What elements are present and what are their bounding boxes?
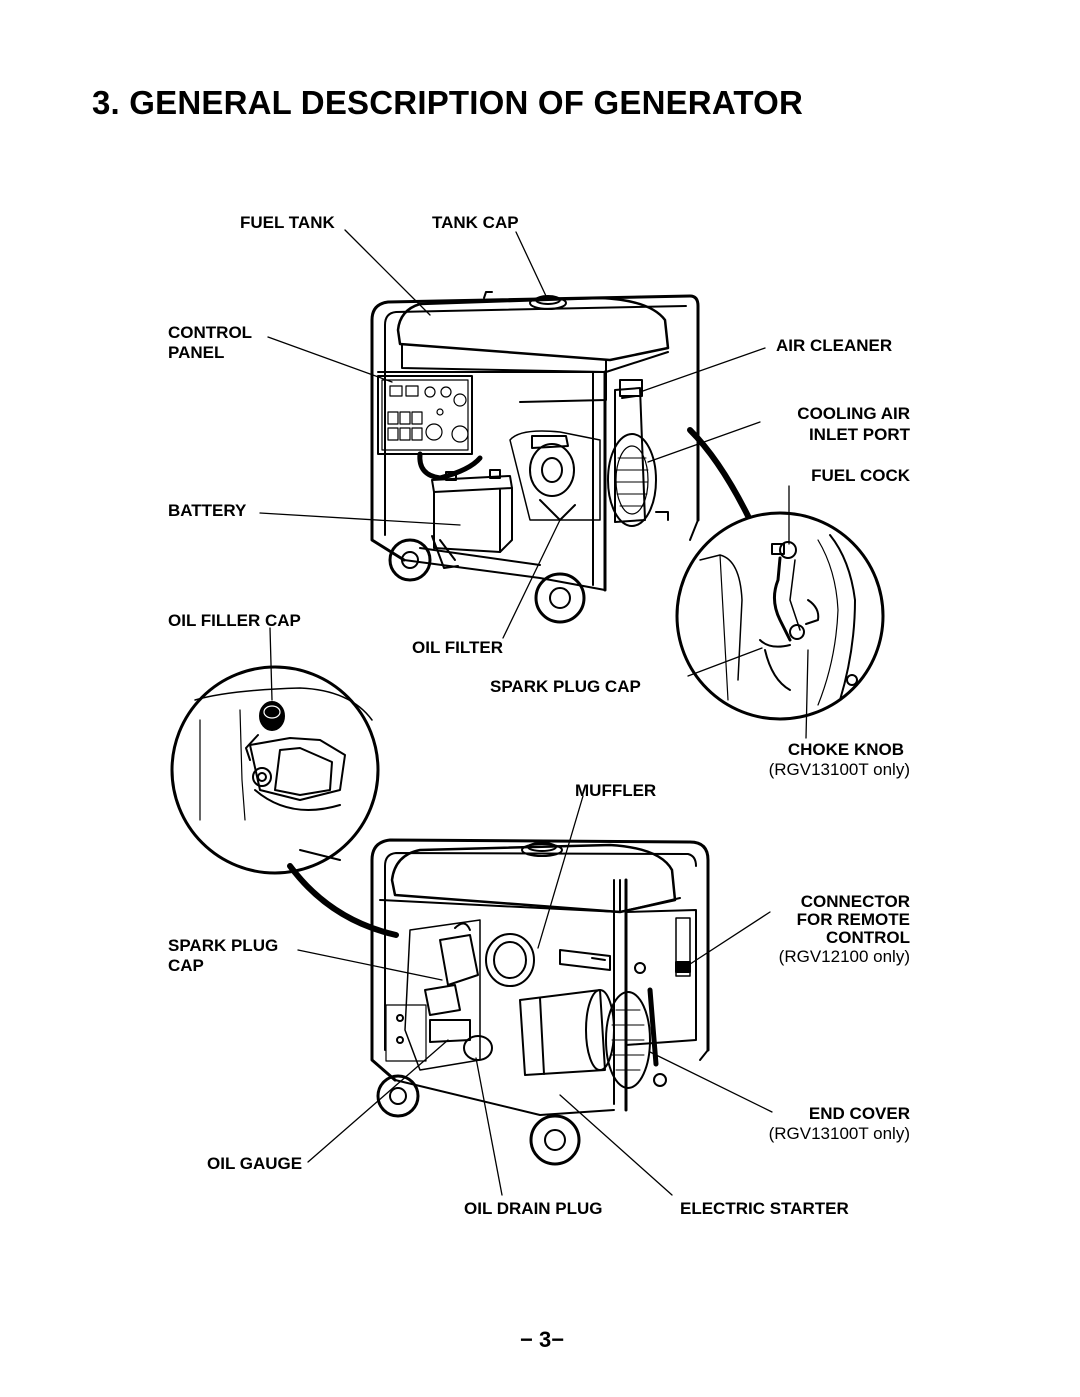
label-fuel-cock: FUEL COCK [811, 466, 910, 485]
label-end-cover-note: (RGV13100T only) [768, 1124, 910, 1143]
label-connector-note: (RGV12100 only) [778, 947, 910, 966]
label-control-panel-line2: PANEL [168, 343, 225, 362]
label-cooling-air-line1: COOLING AIR [797, 404, 910, 423]
label-oil-filler-cap: OIL FILLER CAP [168, 611, 301, 630]
label-end-cover: END COVER [808, 1104, 910, 1123]
page-title: 3. GENERAL DESCRIPTION OF GENERATOR [92, 84, 804, 121]
label-battery: BATTERY [168, 501, 247, 520]
label-cooling-air-line2: INLET PORT [808, 425, 910, 444]
label-oil-filter: OIL FILTER [412, 638, 503, 657]
page-number: − 3− [520, 1327, 565, 1352]
label-tank-cap: TANK CAP [432, 213, 519, 232]
label-connector-line2: FOR REMOTE [796, 910, 910, 929]
label-electric-starter: ELECTRIC STARTER [680, 1199, 849, 1218]
label-spark-plug-cap-top: SPARK PLUG CAP [490, 677, 641, 696]
label-oil-gauge: OIL GAUGE [207, 1154, 303, 1173]
fuel-cock-detail-drawing [675, 427, 885, 721]
label-control-panel-line1: CONTROL [168, 323, 253, 342]
label-spark-plug-cap-line1: SPARK PLUG [168, 936, 279, 955]
label-muffler: MUFFLER [575, 781, 657, 800]
generator-front-drawing [370, 291, 700, 624]
leader-lines [259, 229, 809, 1196]
label-choke-knob-note: (RGV13100T only) [768, 760, 910, 779]
generator-rear-drawing [370, 838, 710, 1166]
label-air-cleaner: AIR CLEANER [776, 336, 893, 355]
label-connector-line3: CONTROL [825, 928, 910, 947]
label-choke-knob: CHOKE KNOB [787, 740, 904, 759]
oil-filler-detail-drawing [170, 665, 399, 938]
label-spark-plug-cap-line2: CAP [168, 956, 204, 975]
label-fuel-tank: FUEL TANK [240, 213, 335, 232]
label-oil-drain-plug: OIL DRAIN PLUG [464, 1199, 603, 1218]
label-connector-line1: CONNECTOR [800, 892, 910, 911]
